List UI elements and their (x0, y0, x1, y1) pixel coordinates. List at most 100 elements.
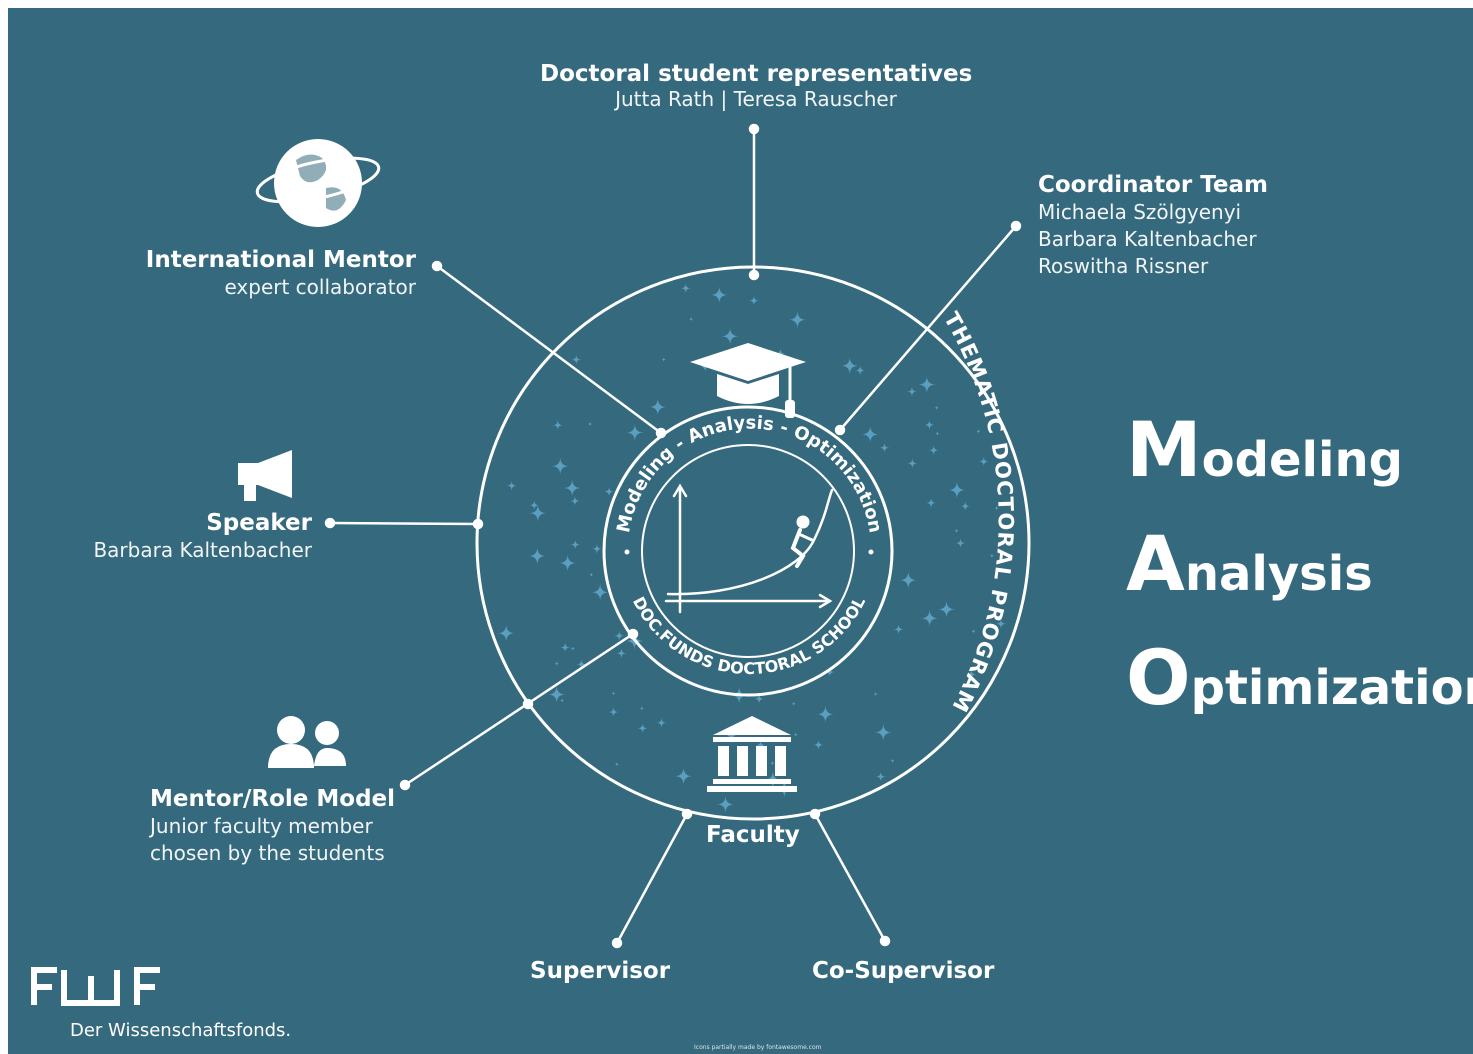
star-icon (824, 667, 835, 678)
star-icon (748, 295, 759, 306)
line-international-mentor (436, 264, 662, 435)
doctoral-reps-names: Jutta Rath | Teresa Rauscher (615, 87, 897, 111)
star-icon (559, 697, 565, 703)
mao-rest: ptimization (1190, 660, 1473, 716)
star-icon (688, 316, 694, 322)
star-icon (625, 423, 644, 442)
star-icon (680, 283, 691, 294)
star-icon (875, 771, 886, 782)
line-coordinator (839, 225, 1017, 431)
star-icon (554, 661, 560, 667)
star-icon (775, 348, 786, 359)
star-icon (975, 428, 981, 434)
star-icon (920, 609, 939, 628)
star-icon (591, 543, 602, 554)
star-icon (639, 705, 645, 711)
fwf-tagline: Der Wissenschaftsfonds. (70, 1020, 292, 1041)
international-mentor-subtitle: expert collaborator (224, 275, 416, 299)
star-icon (978, 456, 989, 467)
star-icon (558, 554, 577, 573)
icon-credit: Icons partially made by fontawesome.com (694, 1044, 822, 1051)
star-icon (813, 739, 824, 750)
star-icon (551, 457, 570, 476)
mentor-role-model-subtitle: chosen by the students (150, 841, 385, 865)
international-mentor-block: International Mentor expert collaborator (120, 246, 416, 301)
star-icon (611, 690, 617, 696)
star-icon (966, 669, 977, 680)
star-icon (755, 740, 766, 751)
star-icon (917, 375, 936, 394)
coordinator-title: Coordinator Team (1038, 172, 1268, 198)
mentor-role-model-block: Mentor/Role Model Junior faculty member … (150, 785, 395, 867)
coordinator-member: Barbara Kaltenbacher (1038, 227, 1257, 251)
star-icon (591, 583, 610, 602)
mao-initial: M (1126, 405, 1202, 494)
star-icon (955, 538, 966, 549)
star-icon (716, 795, 735, 814)
mao-rest: odeling (1201, 432, 1403, 488)
star-icon (563, 478, 582, 497)
star-icon (587, 421, 593, 427)
mentor-role-model-subtitle: Junior faculty member (150, 814, 373, 838)
star-icon (960, 501, 971, 512)
faculty-label: Faculty (706, 822, 800, 848)
star-icon (873, 691, 879, 697)
star-icon (926, 497, 937, 508)
star-icon (791, 701, 797, 707)
star-icon (528, 547, 547, 566)
mao-line-modeling: Modeling (1126, 398, 1473, 512)
star-icon (614, 761, 620, 767)
star-icon (907, 458, 918, 469)
middle-ring (602, 405, 894, 697)
star-icon (937, 600, 956, 619)
international-mentor-title: International Mentor (145, 247, 416, 273)
fwf-logo (31, 967, 160, 1006)
inner-ring (641, 444, 855, 658)
star-icon (528, 504, 547, 523)
star-icon (953, 528, 959, 534)
star-icon (648, 397, 667, 416)
star-icon (893, 624, 904, 635)
mao-line-optimization: Optimization (1126, 626, 1473, 740)
star-icon (547, 685, 566, 704)
star-icon (576, 659, 587, 670)
graduation-cap-icon (690, 343, 806, 418)
star-icon (570, 539, 581, 550)
climber-icon (790, 515, 814, 568)
mao-line-analysis: Analysis (1126, 512, 1473, 626)
users-icon (268, 716, 346, 768)
speaker-block: Speaker Barbara Kaltenbacher (60, 509, 312, 564)
star-icon (793, 732, 799, 738)
star-icon (788, 310, 807, 329)
star-icon (710, 285, 729, 304)
star-icon (924, 419, 935, 430)
institution-icon (707, 716, 797, 792)
mao-title: Modeling Analysis Optimization (1126, 398, 1473, 740)
connector-lines (324, 123, 1022, 949)
star-icon (604, 486, 615, 497)
coordinator-member: Roswitha Rissner (1038, 254, 1209, 278)
mentor-role-model-title: Mentor/Role Model (150, 786, 396, 812)
supervisor-label: Supervisor (530, 958, 671, 984)
star-icon (816, 705, 835, 724)
star-icon (840, 356, 859, 375)
star-icon (890, 758, 896, 764)
mao-initial: A (1126, 519, 1185, 608)
star-icon (971, 628, 977, 634)
line-mentor-role-model (404, 632, 634, 787)
star-icon (552, 420, 563, 431)
star-icon (906, 386, 917, 397)
star-icon (934, 405, 940, 411)
star-icon (571, 354, 582, 365)
star-icon (674, 767, 693, 786)
star-icon (721, 327, 740, 346)
coordinator-block: Coordinator Team Michaela Szölgyenyi Bar… (1038, 171, 1268, 280)
star-icon (928, 445, 939, 456)
mao-rest: nalysis (1184, 546, 1373, 602)
star-icon (656, 717, 667, 728)
star-icon (497, 624, 516, 643)
star-icon (994, 505, 1000, 511)
doctoral-reps-block: Doctoral student representatives Jutta R… (540, 60, 972, 110)
speaker-title: Speaker (206, 510, 312, 536)
